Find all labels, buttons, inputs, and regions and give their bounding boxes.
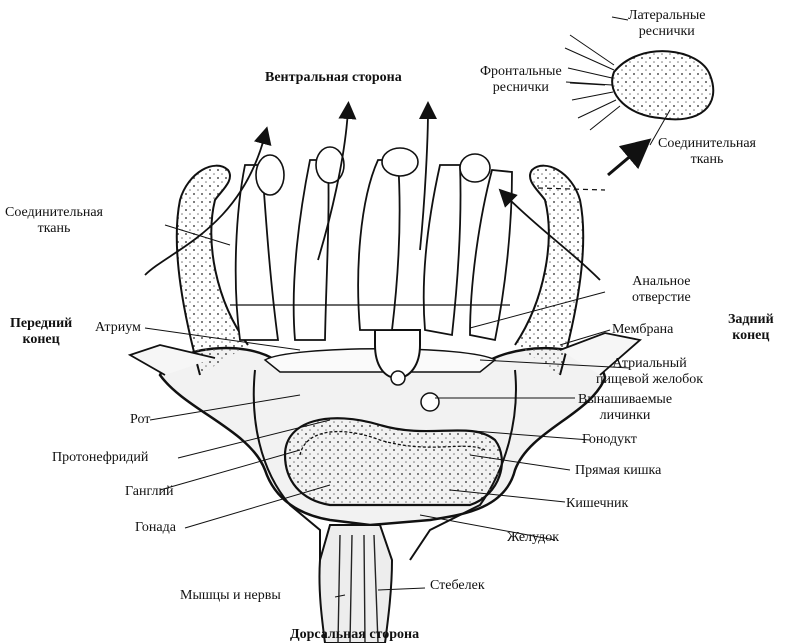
heading-anterior: Передний конец (10, 316, 72, 348)
tentacle-tip-1 (256, 155, 284, 195)
label-gonad: Гонада (135, 520, 176, 536)
label-protonephridium: Протонефридий (52, 450, 148, 466)
label-membrane: Мембрана (612, 322, 673, 338)
tentacle-tip-3 (382, 148, 418, 176)
current-arrow-3 (420, 110, 428, 250)
label-atrial-groove: Атриальный пищевой желобок (596, 356, 703, 388)
heading-dorsal: Дорсальная сторона (290, 627, 419, 643)
label-lateral-cilia: Латеральные реснички (628, 8, 706, 40)
tentacle-tip-2 (316, 147, 344, 183)
tentacle-4 (424, 165, 461, 335)
label-mouth: Рот (130, 412, 150, 428)
label-inset-connective-tissue: Соединительная ткань (658, 136, 756, 168)
label-stalk: Стебелек (430, 578, 485, 594)
larva-2 (421, 393, 439, 411)
label-frontal-cilia: Фронтальные реснички (480, 64, 562, 96)
label-anus: Анальное отверстие (632, 274, 691, 306)
label-gonoduct: Гонодукт (582, 432, 637, 448)
tentacle-tip-4 (460, 154, 490, 182)
heading-ventral: Вентральная сторона (265, 70, 402, 86)
label-stomach: Желудок (507, 530, 559, 546)
heading-posterior: Задний конец (728, 312, 774, 344)
label-brooded-larvae: Вынашиваемые личинки (578, 392, 672, 424)
inset-cross-section (612, 51, 713, 119)
tentacle-2 (294, 160, 329, 340)
label-muscles-nerves: Мышцы и нервы (180, 588, 281, 604)
label-connective-tissue: Соединительная ткань (5, 205, 103, 237)
label-intestine: Кишечник (566, 496, 628, 512)
larva-1 (391, 371, 405, 385)
label-rectum: Прямая кишка (575, 463, 661, 479)
label-ganglion: Ганглий (125, 484, 173, 500)
stalk (319, 525, 392, 643)
label-atrium: Атриум (95, 320, 141, 336)
tentacle-right-outer (515, 166, 583, 375)
inset-arrow (608, 148, 640, 175)
